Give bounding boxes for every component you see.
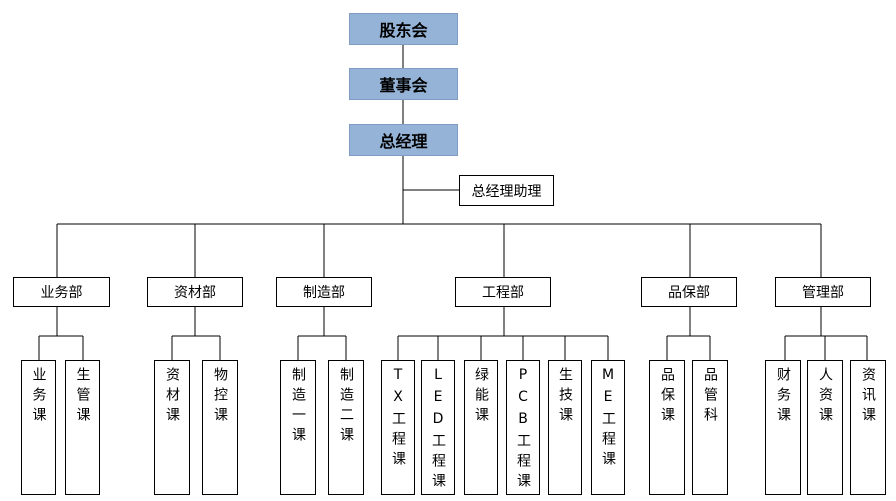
unit-label: TX工程课: [390, 367, 406, 471]
unit-box: 生技课: [548, 360, 582, 495]
unit-label: 绿能课: [473, 367, 489, 427]
unit-label: ME工程课: [600, 367, 616, 471]
node-board: 董事会: [349, 68, 458, 100]
unit-label: 制造一课: [290, 367, 306, 447]
unit-label: 品保课: [659, 367, 675, 427]
unit-label: 人资课: [817, 367, 833, 427]
unit-label: 资材课: [164, 367, 180, 427]
unit-label: 物控课: [212, 367, 228, 427]
unit-label: 生管课: [74, 367, 91, 427]
unit-label: 制造二课: [338, 367, 354, 447]
unit-box: PCB工程课: [506, 360, 540, 495]
dept-materials: 资材部: [147, 277, 243, 307]
unit-label: 业务课: [30, 367, 47, 427]
unit-label: 品管科: [702, 367, 718, 427]
dept-sales: 业务部: [13, 277, 110, 307]
unit-box: 物控课: [202, 360, 238, 495]
unit-label: 生技课: [557, 367, 573, 427]
dept-manufacturing: 制造部: [276, 277, 372, 307]
dept-engineering: 工程部: [455, 277, 551, 307]
dept-admin: 管理部: [775, 277, 871, 307]
unit-label: 财务课: [775, 367, 791, 427]
unit-box: 资材课: [154, 360, 190, 495]
unit-box: 财务课: [765, 360, 801, 495]
unit-box: 品管科: [692, 360, 728, 495]
unit-box: 制造二课: [328, 360, 364, 495]
unit-box: TX工程课: [381, 360, 415, 495]
dept-quality: 品保部: [641, 277, 737, 307]
unit-label: 资讯课: [860, 367, 876, 427]
unit-label: PCB工程课: [515, 367, 531, 493]
unit-box: 人资课: [807, 360, 843, 495]
node-gm-assistant: 总经理助理: [459, 175, 554, 206]
node-general-manager: 总经理: [349, 124, 458, 156]
unit-box: 资讯课: [850, 360, 886, 495]
unit-box: LED工程课: [421, 360, 455, 495]
unit-box: 生管课: [65, 360, 100, 495]
unit-box: 绿能课: [464, 360, 498, 495]
node-shareholders: 股东会: [349, 13, 458, 45]
unit-box: 业务课: [21, 360, 56, 495]
unit-box: 品保课: [649, 360, 685, 495]
unit-label: LED工程课: [430, 367, 446, 493]
unit-box: 制造一课: [280, 360, 316, 495]
unit-box: ME工程课: [591, 360, 625, 495]
